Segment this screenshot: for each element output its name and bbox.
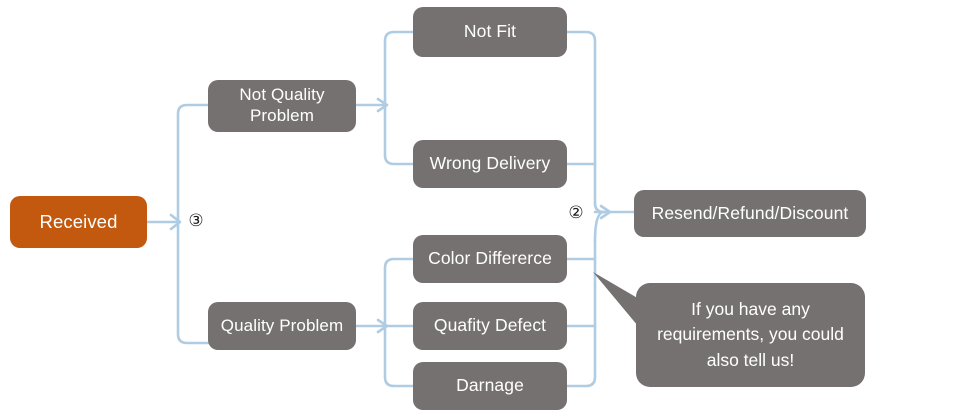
edge-trunk-notch (599, 204, 612, 220)
node-quality-problem-label: Quality Problem (220, 315, 344, 335)
edge-not-fit-to-trunk (565, 30, 597, 205)
edge-to-color-difference (383, 257, 415, 328)
callout-text: If you have any requirements, you could … (657, 298, 844, 370)
marker-step-three-label: ③ (188, 210, 204, 231)
edge-qp-split-notch (376, 318, 389, 334)
callout-bubble: If you have any requirements, you could … (636, 283, 865, 387)
node-not-fit-label: Not Fit (463, 21, 517, 42)
node-wrong-delivery-label: Wrong Delivery (429, 153, 551, 174)
marker-step-three: ③ (185, 210, 207, 232)
node-damage-label: Darnage (456, 375, 524, 396)
edge-trunk-bend-lower (593, 210, 606, 243)
marker-step-two: ② (565, 202, 587, 224)
edge-to-wrong-delivery (383, 103, 415, 166)
node-color-difference-label: Color Differerce (428, 248, 552, 269)
node-quality-defect[interactable]: Quafity Defect (413, 302, 567, 350)
node-received-label: Received (39, 210, 118, 232)
node-not-quality-problem-label: Not Quality Problem (239, 85, 325, 125)
marker-step-two-label: ② (568, 202, 584, 223)
edge-to-not-fit (383, 30, 415, 107)
node-resolution[interactable]: Resend/Refund/Discount (634, 190, 866, 237)
node-quality-problem[interactable]: Quality Problem (208, 302, 356, 350)
node-not-quality-problem[interactable]: Not Quality Problem (208, 80, 356, 132)
edge-to-not-quality-problem (176, 103, 210, 224)
node-not-fit[interactable]: Not Fit (413, 7, 567, 57)
node-resolution-label: Resend/Refund/Discount (651, 202, 849, 223)
edge-to-damage (383, 324, 415, 388)
node-wrong-delivery[interactable]: Wrong Delivery (413, 140, 567, 188)
edge-split-notch (169, 213, 182, 231)
edge-to-quality-problem (176, 220, 210, 345)
node-color-difference[interactable]: Color Differerce (413, 235, 567, 283)
node-received[interactable]: Received (10, 196, 147, 248)
edge-trunk-bend-upper (593, 201, 606, 214)
node-damage[interactable]: Darnage (413, 362, 567, 410)
edge-nqp-split-notch (376, 97, 389, 113)
node-quality-defect-label: Quafity Defect (433, 315, 547, 336)
